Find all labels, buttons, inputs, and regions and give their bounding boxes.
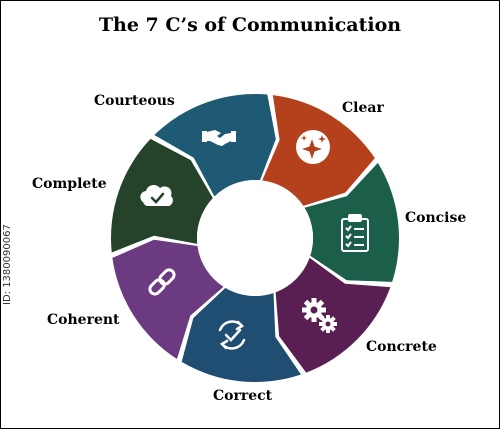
label-correct: Correct	[213, 388, 273, 404]
diagram-title: The 7 C’s of Communication	[98, 14, 402, 36]
cloud-check-icon	[140, 184, 173, 206]
sparkles-icon	[296, 130, 330, 164]
label-concrete: Concrete	[366, 339, 437, 355]
label-concise: Concise	[405, 210, 467, 226]
clipboard-checklist-icon	[341, 214, 369, 252]
icons-layer	[140, 130, 369, 350]
side-id-text: ID: 1380090067	[2, 224, 13, 305]
segment-correct	[181, 287, 301, 383]
segment-coherent	[112, 239, 224, 360]
gears-icon	[302, 298, 337, 333]
handshake-icon	[202, 130, 236, 146]
label-courteous: Courteous	[94, 93, 175, 109]
segment-courteous	[154, 94, 276, 197]
label-clear: Clear	[342, 100, 384, 116]
segment-concrete	[275, 257, 391, 373]
label-complete: Complete	[32, 176, 107, 192]
center-hole	[197, 180, 313, 296]
label-coherent: Coherent	[47, 312, 120, 328]
chain-link-icon	[148, 268, 176, 296]
segment-concise	[304, 162, 400, 282]
cycle-check-icon	[218, 320, 246, 350]
